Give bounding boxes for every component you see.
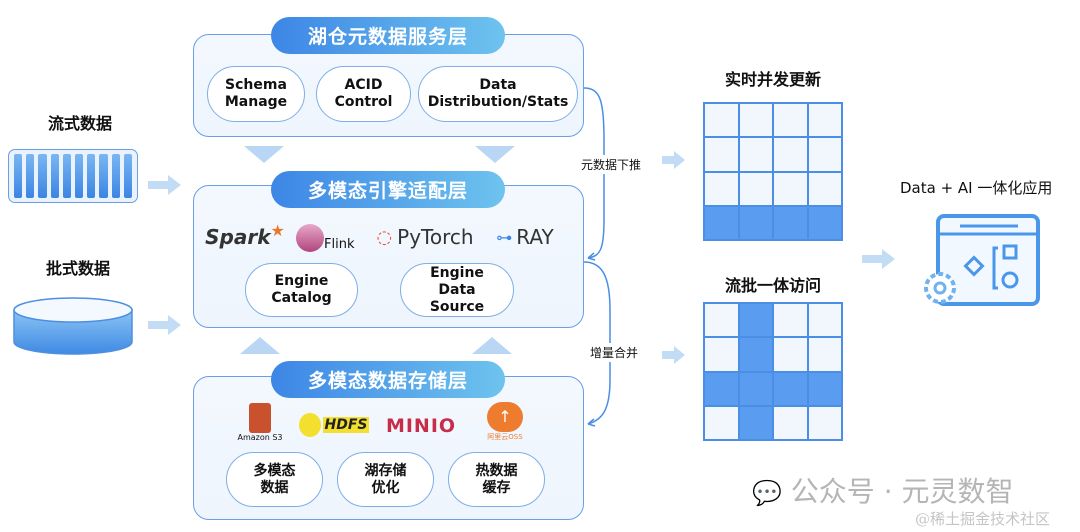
schema-manage-pill: Schema Manage [207, 66, 305, 122]
wechat-icon: 💬 [752, 479, 782, 507]
hot-data-cache-pill: 热数据 缓存 [448, 452, 545, 507]
arrow-right-icon [862, 249, 895, 269]
arrow-right-icon [148, 315, 181, 335]
arrow-right-icon [662, 346, 685, 364]
metadata-pushdown-label: 元数据下推 [581, 155, 642, 174]
minio-logo: MINIO [385, 415, 457, 437]
engine-data-source-pill: Engine Data Source [400, 263, 514, 317]
spark-logo: Spark★ [205, 220, 285, 250]
site-watermark: @稀土掘金技术社区 [915, 510, 1051, 528]
data-distribution-pill: Data Distribution/Stats [418, 66, 578, 122]
arrow-up-icon [472, 337, 512, 354]
engine-layer-title: 多模态引擎适配层 [271, 171, 505, 208]
realtime-update-label: 实时并发更新 [724, 70, 821, 89]
lake-storage-optimization-pill: 湖存储 优化 [337, 452, 434, 507]
stream-data-icon [8, 149, 138, 203]
unified-access-label: 流批一体访问 [724, 276, 821, 295]
metadata-layer-title: 湖仓元数据服务层 [271, 17, 505, 54]
ray-logo: ⊶RAY [496, 225, 554, 249]
aliyun-oss-logo: ↑阿里云OSS [478, 402, 532, 448]
arrow-down-icon [475, 146, 515, 163]
stream-data-label: 流式数据 [47, 114, 112, 133]
flink-logo: Flink [296, 220, 366, 256]
engine-catalog-pill: Engine Catalog [245, 263, 358, 317]
batch-data-label: 批式数据 [45, 259, 110, 278]
arrow-up-icon [240, 337, 280, 354]
storage-layer-title: 多模态数据存储层 [271, 361, 505, 398]
flow-connectors [583, 87, 611, 427]
database-cylinder-icon [13, 297, 133, 355]
amazon-s3-logo: Amazon S3 [234, 403, 286, 447]
multimodal-data-pill: 多模态 数据 [226, 452, 323, 507]
application-gear-icon [924, 214, 1040, 306]
pytorch-logo: ◌PyTorch [376, 225, 474, 249]
arrow-right-icon [148, 175, 181, 195]
unified-access-grid [703, 302, 843, 441]
wechat-watermark: 💬 公众号 · 元灵数智 [752, 475, 1014, 508]
arrow-down-icon [244, 146, 284, 163]
data-ai-app-label: Data + AI 一体化应用 [900, 179, 1053, 197]
hdfs-logo: HDFS [298, 408, 370, 442]
acid-control-pill: ACID Control [316, 66, 411, 122]
incremental-merge-label: 增量合并 [590, 343, 639, 362]
realtime-update-grid [703, 102, 843, 241]
arrow-right-icon [662, 151, 685, 169]
